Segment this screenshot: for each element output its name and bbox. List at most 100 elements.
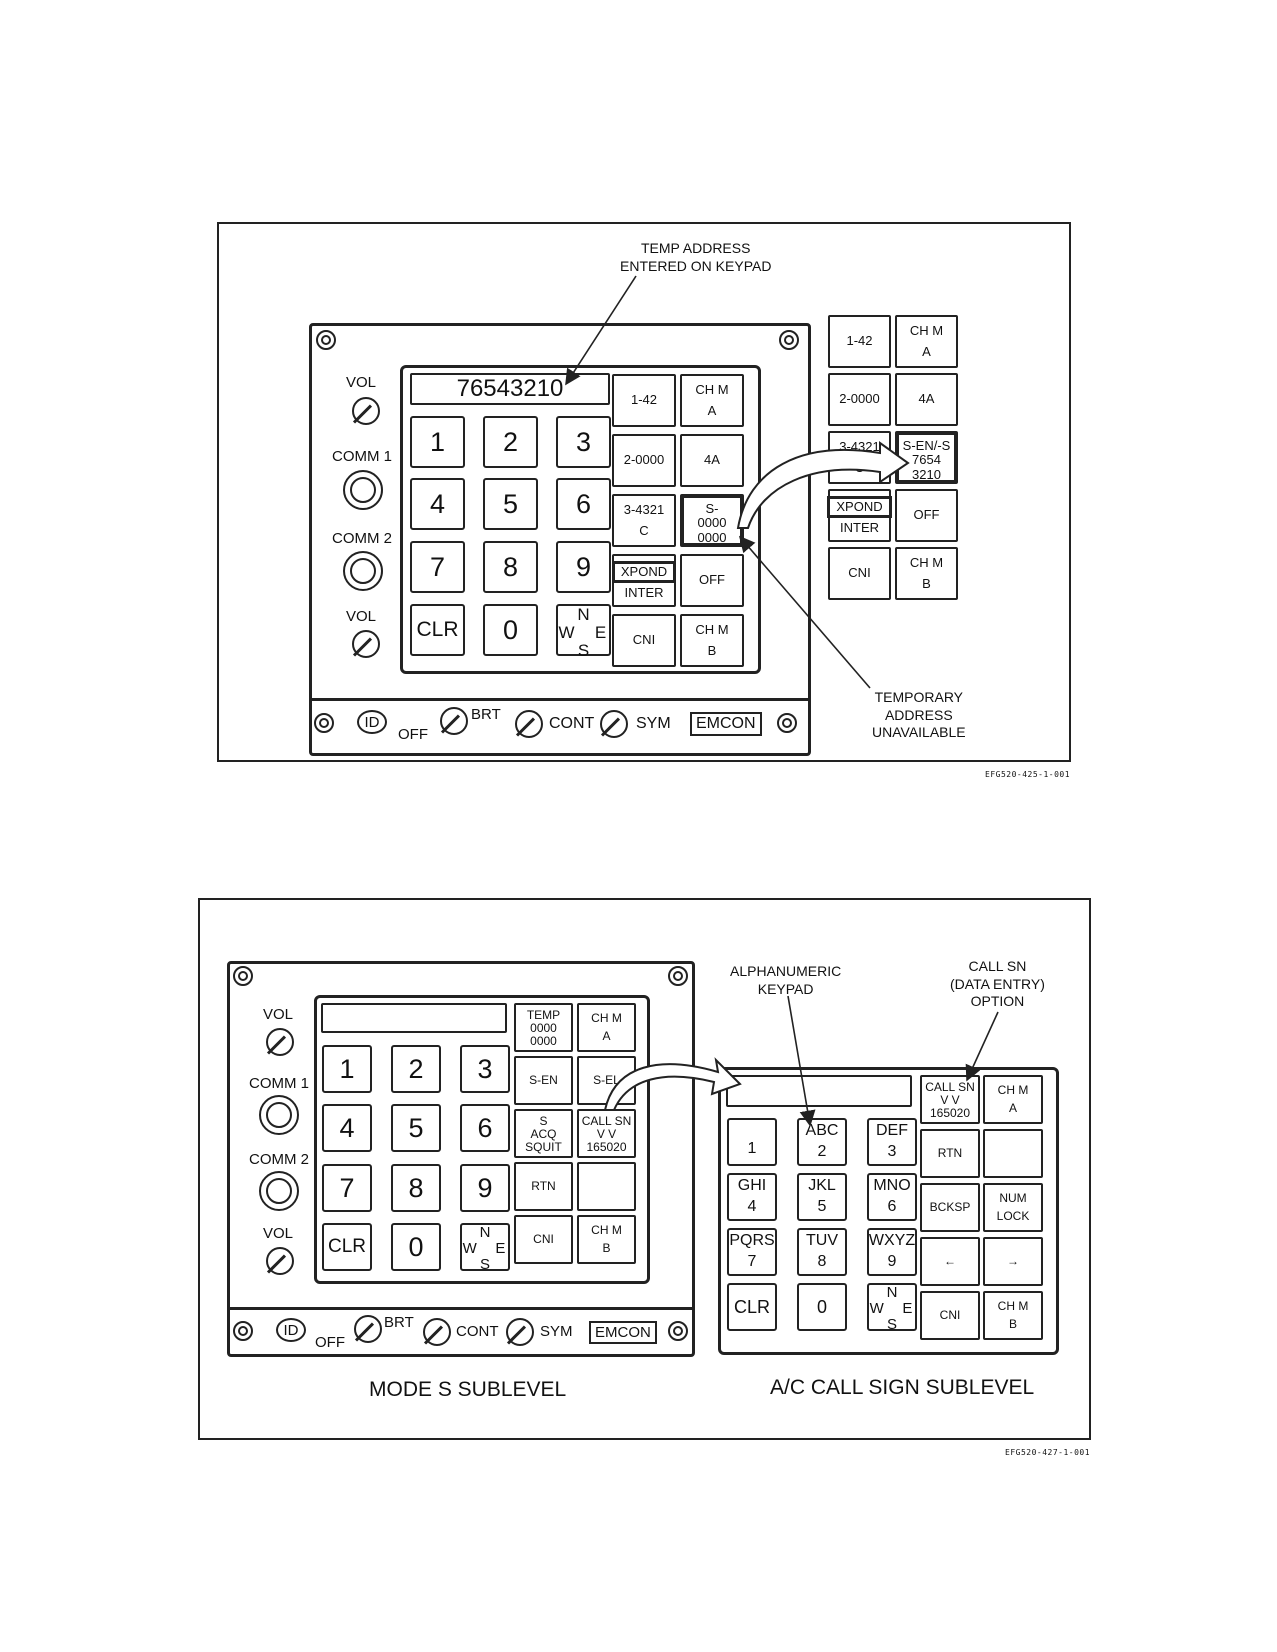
sym-knob-icon[interactable]	[506, 1318, 534, 1346]
softkey-main-7[interactable]: OFF	[680, 554, 744, 607]
softkey-detail-2[interactable]: 2-0000	[828, 373, 891, 426]
softkey-main-2[interactable]: 2-0000	[612, 434, 676, 487]
softkey-mode-s-7[interactable]	[577, 1162, 636, 1211]
key-8[interactable]: 8	[483, 541, 538, 593]
key-5[interactable]: 5	[391, 1104, 441, 1152]
key-3[interactable]: 3	[460, 1045, 510, 1093]
alpha-key-0[interactable]: 1	[727, 1118, 777, 1166]
softkey-main-0[interactable]: 1-42	[612, 374, 676, 427]
vol-top-knob-icon[interactable]	[352, 397, 380, 425]
sym-knob-icon[interactable]	[600, 710, 628, 738]
key-2[interactable]: 2	[483, 416, 538, 468]
vol-bottom-knob-icon[interactable]	[266, 1247, 294, 1275]
softkey-call-sign-3[interactable]	[983, 1129, 1043, 1178]
id-button[interactable]: ID	[357, 710, 387, 734]
emcon-button[interactable]: EMCON	[589, 1321, 657, 1344]
softkey-call-sign-label: LOCK	[996, 1209, 1030, 1224]
brt-knob-icon[interactable]	[354, 1315, 382, 1343]
softkey-mode-s-label: CNI	[533, 1231, 554, 1246]
softkey-detail-7[interactable]: OFF	[895, 489, 958, 542]
key-9[interactable]: 9	[460, 1164, 510, 1212]
key-6[interactable]: 6	[460, 1104, 510, 1152]
softkey-call-sign-label: CNI	[939, 1307, 961, 1322]
key-7[interactable]: 7	[322, 1164, 372, 1212]
key-8[interactable]: 8	[391, 1164, 441, 1212]
cont-knob-icon[interactable]	[423, 1318, 451, 1346]
softkey-mode-s-label: RTN	[531, 1178, 556, 1193]
vol-top-knob-icon[interactable]	[266, 1028, 294, 1056]
id-button[interactable]: ID	[276, 1318, 306, 1342]
comm1-knob-icon[interactable]	[259, 1095, 299, 1135]
key-0[interactable]: 0	[391, 1223, 441, 1271]
key-6[interactable]: 6	[556, 478, 611, 530]
comm1-knob-icon[interactable]	[343, 470, 383, 510]
brt-knob-icon[interactable]	[440, 707, 468, 735]
softkey-detail-3[interactable]: 4A	[895, 373, 958, 426]
key-4[interactable]: 4	[410, 478, 465, 530]
softkey-call-sign-7[interactable]: →	[983, 1237, 1043, 1286]
key-3[interactable]: 3	[556, 416, 611, 468]
softkey-detail-8[interactable]: CNI	[828, 547, 891, 600]
key-2[interactable]: 2	[391, 1045, 441, 1093]
alpha-key-label: 5	[817, 1197, 827, 1215]
cont-knob-icon[interactable]	[515, 710, 543, 738]
softkey-main-3[interactable]: 4A	[680, 434, 744, 487]
softkey-call-sign-2[interactable]: RTN	[920, 1129, 980, 1178]
softkey-mode-s-8[interactable]: CNI	[514, 1215, 573, 1264]
softkey-mode-s-2[interactable]: S-EN	[514, 1056, 573, 1105]
key-1[interactable]: 1	[410, 416, 465, 468]
scratchpad-display	[726, 1075, 912, 1107]
alpha-key-9[interactable]: CLR	[727, 1283, 777, 1331]
softkey-main-label: XPOND	[611, 561, 677, 584]
comm2-knob-icon[interactable]	[343, 551, 383, 591]
softkey-call-sign-4[interactable]: BCKSP	[920, 1183, 980, 1232]
key-7[interactable]: 7	[410, 541, 465, 593]
alpha-key-10[interactable]: 0	[797, 1283, 847, 1331]
key-clr[interactable]: CLR	[410, 604, 465, 656]
key-0[interactable]: 0	[483, 604, 538, 656]
emcon-button[interactable]: EMCON	[690, 712, 762, 736]
softkey-mode-s-6[interactable]: RTN	[514, 1162, 573, 1211]
key-1[interactable]: 1	[322, 1045, 372, 1093]
key-9[interactable]: 9	[556, 541, 611, 593]
softkey-detail-0[interactable]: 1-42	[828, 315, 891, 368]
screw-icon	[316, 330, 336, 350]
softkey-call-sign-8[interactable]: CNI	[920, 1291, 980, 1340]
softkey-call-sign-6[interactable]: ←	[920, 1237, 980, 1286]
softkey-mode-s-label: V V	[596, 1127, 617, 1142]
comm2-knob-icon[interactable]	[259, 1171, 299, 1211]
softkey-mode-s-label: SQUIT	[525, 1140, 562, 1155]
softkey-main-8[interactable]: CNI	[612, 614, 676, 667]
key-clr[interactable]: CLR	[322, 1223, 372, 1271]
key-4[interactable]: 4	[322, 1104, 372, 1152]
vol-bottom-knob-icon[interactable]	[352, 630, 380, 658]
key-5[interactable]: 5	[483, 478, 538, 530]
screw-icon	[668, 966, 688, 986]
